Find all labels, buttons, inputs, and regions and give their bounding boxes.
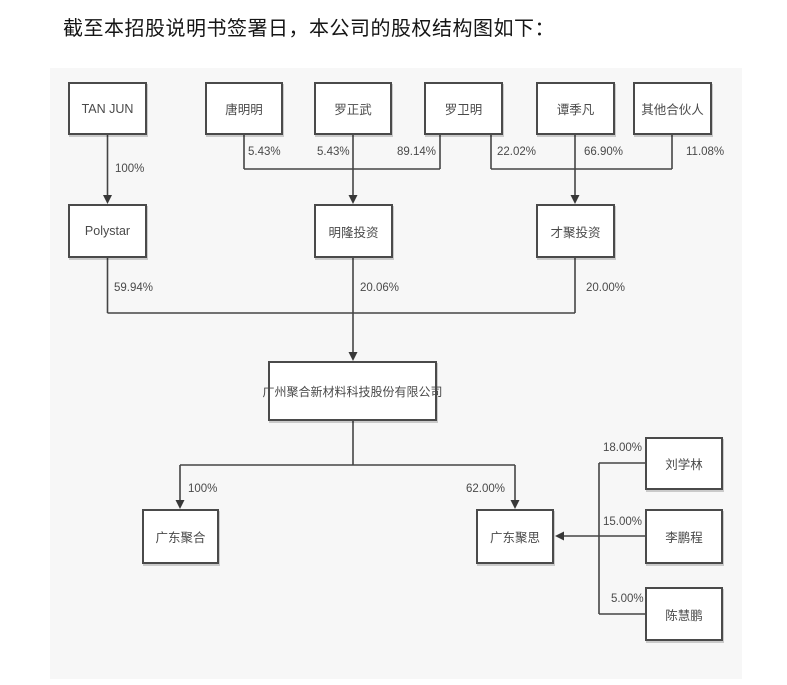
pct-main-gd-juhe: 100% [188, 483, 218, 495]
pct-other-partners-caiju: 11.08% [686, 146, 725, 158]
pct-li-pengcheng-gd-jusi: 15.00% [603, 516, 643, 528]
node-tan-jun: TAN JUN [68, 82, 147, 135]
node-tan-jifan: 谭季凡 [536, 82, 615, 135]
node-luo-zhengwu: 罗正武 [314, 82, 392, 135]
node-minglong-investment: 明隆投资 [314, 204, 393, 258]
page-title: 截至本招股说明书签署日，本公司的股权结构图如下： [63, 18, 555, 40]
pct-luo-weiming-minglong: 89.14% [397, 146, 437, 158]
pct-main-gd-jusi: 62.00% [466, 483, 506, 495]
pct-tang-mingming-minglong: 5.43% [248, 146, 281, 158]
pct-luo-zhengwu-minglong: 5.43% [317, 146, 350, 158]
pct-caiju-main: 20.00% [586, 282, 626, 294]
node-main-company: 广州聚合新材料科技股份有限公司 [263, 361, 443, 421]
node-liu-xuelin: 刘学林 [645, 437, 723, 490]
node-li-pengcheng: 李鹏程 [645, 509, 723, 564]
pct-tan-jifan-caiju: 66.90% [584, 146, 624, 158]
node-other-partners: 其他合伙人 [633, 82, 712, 135]
pct-chen-huipeng-gd-jusi: 5.00% [611, 593, 644, 605]
node-guangdong-juhe: 广东聚合 [142, 509, 219, 564]
pct-luo-weiming-caiju: 22.02% [497, 146, 537, 158]
node-luo-weiming: 罗卫明 [424, 82, 503, 135]
pct-tan-jun-polystar: 100% [115, 163, 145, 175]
node-guangdong-jusi: 广东聚思 [476, 509, 554, 564]
pct-liu-xuelin-gd-jusi: 18.00% [603, 442, 643, 454]
node-caiju-investment: 才聚投资 [536, 204, 615, 258]
node-polystar: Polystar [68, 204, 147, 258]
node-tang-mingming: 唐明明 [205, 82, 283, 135]
pct-polystar-main: 59.94% [114, 282, 154, 294]
pct-minglong-main: 20.06% [360, 282, 400, 294]
node-chen-huipeng: 陈慧鹏 [645, 587, 723, 641]
